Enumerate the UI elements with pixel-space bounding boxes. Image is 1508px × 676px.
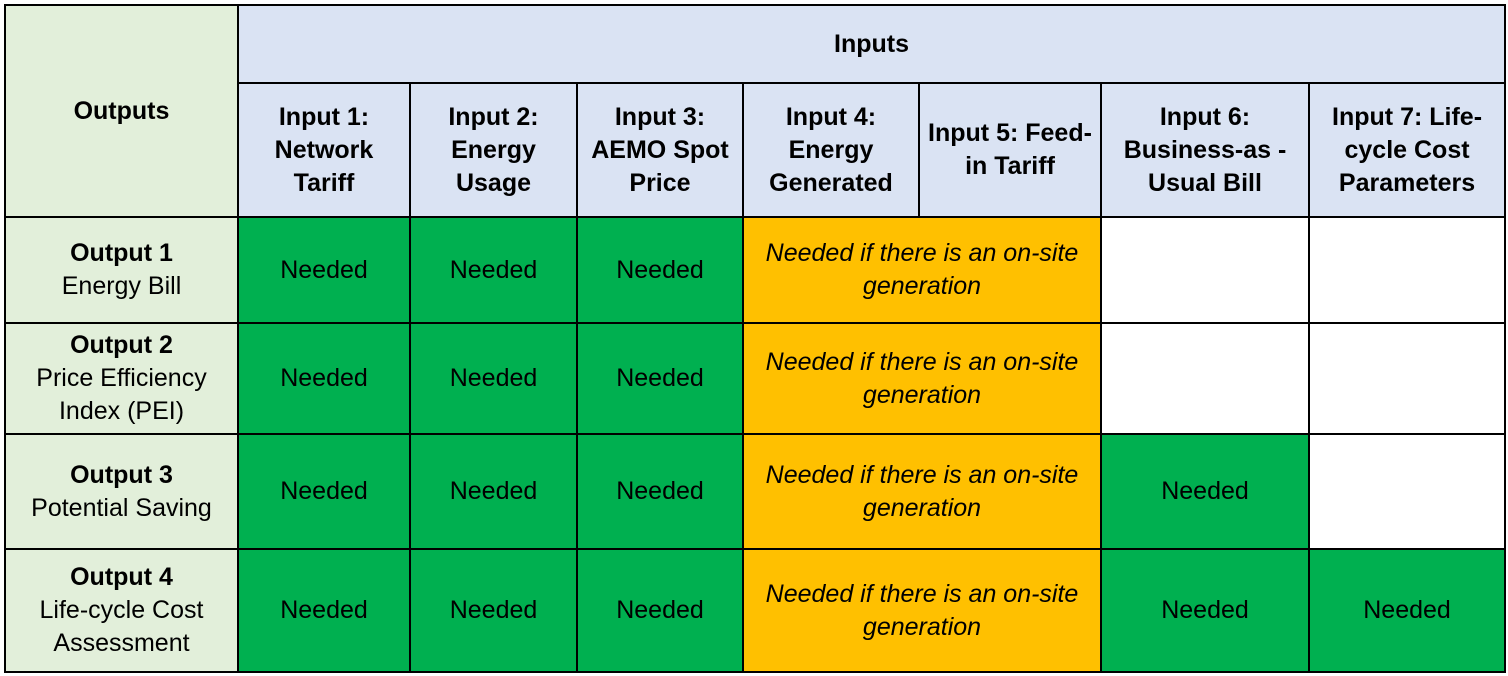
- row-label-output-3: Output 3 Potential Saving: [4, 433, 239, 550]
- column-header-input-3: Input 3: AEMO Spot Price: [576, 82, 744, 218]
- row-label-desc: Potential Saving: [31, 493, 212, 522]
- cell-needed: Needed: [237, 548, 411, 673]
- row-label-output-4: Output 4 Life-cycle Cost Assessment: [4, 548, 239, 673]
- table-row: Output 2 Price Efficiency Index (PEI) Ne…: [4, 322, 1507, 435]
- inputs-outputs-table: Outputs Inputs Input 1: Network Tariff I…: [4, 4, 1507, 673]
- row-label-output-1: Output 1 Energy Bill: [4, 216, 239, 324]
- cell-needed: Needed: [576, 322, 744, 435]
- cell-conditional: Needed if there is an on-site generation: [742, 433, 1102, 550]
- table-row: Output 4 Life-cycle Cost Assessment Need…: [4, 548, 1507, 673]
- cell-needed: Needed: [409, 216, 578, 324]
- cell-needed: Needed: [237, 433, 411, 550]
- outputs-header: Outputs: [4, 4, 239, 218]
- cell-needed: Needed: [576, 548, 744, 673]
- cell-needed: Needed: [1100, 548, 1310, 673]
- row-label-title: Output 1: [70, 239, 173, 267]
- table-row: Output 3 Potential Saving Needed Needed …: [4, 433, 1507, 550]
- row-label-desc: Life-cycle Cost Assessment: [39, 596, 204, 657]
- column-header-input-2: Input 2: Energy Usage: [409, 82, 578, 218]
- cell-needed: Needed: [1307, 548, 1507, 673]
- column-header-input-4: Input 4: Energy Generated: [742, 82, 920, 218]
- cell-empty: [1307, 216, 1507, 324]
- cell-empty: [1307, 433, 1507, 550]
- column-header-input-7: Input 7: Life-cycle Cost Parameters: [1307, 82, 1507, 218]
- inputs-header: Inputs: [236, 4, 1507, 84]
- cell-conditional: Needed if there is an on-site generation: [742, 216, 1102, 324]
- cell-needed: Needed: [409, 322, 578, 435]
- row-label-output-2: Output 2 Price Efficiency Index (PEI): [4, 322, 239, 435]
- cell-empty: [1100, 216, 1310, 324]
- row-label-title: Output 2: [70, 331, 173, 359]
- column-header-input-6: Input 6: Business-as - Usual Bill: [1100, 82, 1310, 218]
- table-row: Output 1 Energy Bill Needed Needed Neede…: [4, 216, 1507, 324]
- cell-conditional: Needed if there is an on-site generation: [742, 548, 1102, 673]
- row-label-title: Output 4: [70, 563, 173, 591]
- cell-needed: Needed: [237, 322, 411, 435]
- cell-needed: Needed: [1100, 433, 1310, 550]
- cell-needed: Needed: [409, 433, 578, 550]
- cell-needed: Needed: [576, 216, 744, 324]
- cell-conditional: Needed if there is an on-site generation: [742, 322, 1102, 435]
- cell-empty: [1307, 322, 1507, 435]
- cell-needed: Needed: [237, 216, 411, 324]
- cell-needed: Needed: [576, 433, 744, 550]
- row-label-desc: Energy Bill: [61, 272, 182, 300]
- column-header-input-1: Input 1: Network Tariff: [237, 82, 411, 218]
- column-header-input-5: Input 5: Feed-in Tariff: [918, 82, 1102, 218]
- cell-needed: Needed: [409, 548, 578, 673]
- cell-empty: [1100, 322, 1310, 435]
- row-label-desc: Price Efficiency Index (PEI): [36, 364, 207, 425]
- row-label-title: Output 3: [70, 460, 173, 489]
